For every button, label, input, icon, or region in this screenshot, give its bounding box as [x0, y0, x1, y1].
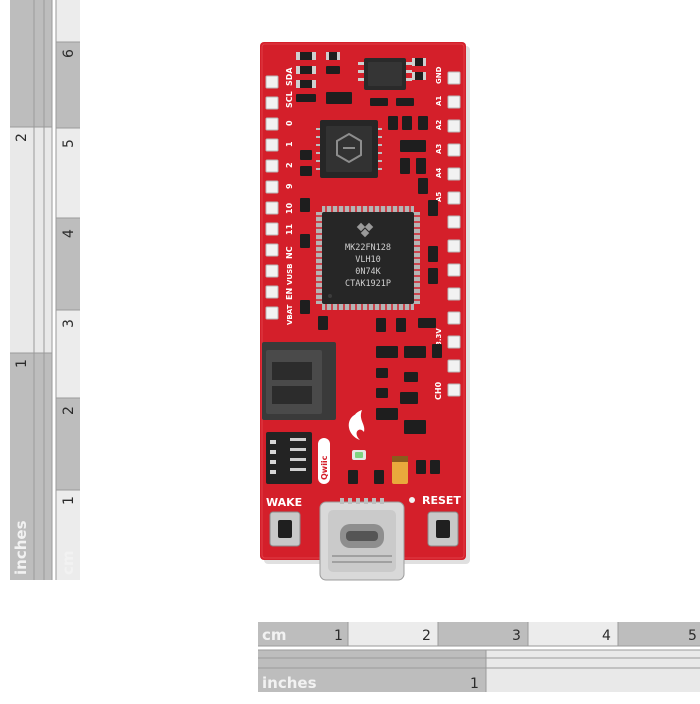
cm-hnumber-4: 4 [602, 628, 611, 644]
right-header-pads [447, 71, 461, 397]
right-pin-labels: GND A1 A2 A3 A4 A5 3.3V CH0 [434, 66, 443, 400]
mcu-package [322, 212, 414, 304]
cm-hnumber-3: 3 [512, 628, 521, 644]
smd-components-top [296, 52, 426, 106]
sparkfun-logo [348, 410, 365, 440]
inch-hunit-label: inches [262, 674, 317, 692]
tantalum-capacitor [392, 456, 408, 484]
reset-button [427, 511, 459, 547]
inch-ruler-dark-segment [10, 0, 52, 127]
pin-label-3v3: 3.3V [435, 328, 443, 346]
cm-hruler-dark-1 [258, 622, 348, 646]
inch-hnumber-1: 1 [470, 676, 479, 692]
inch-ruler-dark-segment-2 [10, 353, 52, 580]
inch-hruler-dark-1 [258, 650, 486, 692]
smd-pads-top [296, 52, 426, 88]
pin-label-2: 2 [285, 162, 294, 168]
flash-chip-pins [358, 62, 412, 81]
freescale-logo [356, 222, 374, 238]
cm-number-2: 2 [61, 406, 77, 415]
qwiic-label: Qwiic [320, 455, 329, 480]
inch-unit-label: inches [12, 520, 30, 575]
cm-ruler-dark-segment-3 [56, 398, 80, 490]
usb-c-connector [319, 498, 405, 581]
cm-number-5: 5 [61, 139, 77, 148]
vertical-ruler: 2 1 inches 6 5 4 3 2 1 cm [10, 0, 80, 580]
cm-unit-label: cm [59, 550, 77, 575]
pin-label-0: 0 [285, 120, 294, 126]
cm-number-4: 4 [61, 229, 77, 238]
security-chip-pins [316, 128, 382, 170]
smd-components-right [300, 116, 438, 216]
cm-ruler-dark-segment-2 [56, 218, 80, 310]
pin-label-vusb: VUSB [286, 264, 294, 285]
wake-button [269, 511, 301, 547]
pin-label-scl: SCL [285, 91, 294, 108]
pin-label-a5: A5 [435, 192, 443, 202]
pin-label-ch0: CH0 [434, 381, 443, 400]
pin-label-gnd: GND [435, 66, 443, 84]
left-pin-labels: SDA SCL 0 1 2 9 10 11 NC VUSB EN VBAT [285, 67, 294, 325]
inch-number-1: 1 [14, 359, 30, 368]
pin-label-10: 10 [285, 202, 294, 214]
pin-label-en: EN [285, 288, 294, 300]
mcu-pin-gaps [316, 206, 420, 310]
cm-number-1: 1 [61, 496, 77, 505]
cm-hruler-dark-3 [618, 622, 700, 646]
left-header-pads [265, 75, 279, 320]
smd-components-mid [300, 198, 442, 434]
qwiic-connector [266, 432, 312, 484]
smd-components-bottom [348, 460, 440, 484]
pin-label-a2: A2 [435, 120, 443, 130]
qwiic-label-bg [318, 438, 330, 484]
vertical-ruler-ticks [10, 0, 80, 580]
main-microcontroller: MK22FN128 VLH10 0N74K CTAK1921P [316, 206, 420, 310]
pin-label-sda: SDA [285, 67, 294, 86]
cm-hnumber-2: 2 [422, 628, 431, 644]
pin-label-vbat: VBAT [286, 304, 294, 325]
battery-connector [262, 342, 336, 420]
cm-number-6: 6 [61, 49, 77, 58]
cm-ruler-dark-segment [56, 42, 80, 128]
cm-hunit-label: cm [262, 626, 287, 644]
mcu-marking-line-4: CTAK1921P [345, 279, 391, 289]
pin-label-a1: A1 [435, 96, 443, 106]
mcu-marking-line-1: MK22FN128 [345, 243, 391, 253]
reset-label: RESET [422, 494, 461, 507]
pin-label-9: 9 [285, 183, 294, 189]
pin-label-a4: A4 [435, 168, 443, 178]
cm-hnumber-5: 5 [688, 628, 697, 644]
pin-label-11: 11 [285, 223, 294, 235]
mcu-marking-line-3: 0N74K [355, 267, 381, 277]
horizontal-ruler-ticks [258, 622, 700, 692]
wake-label: WAKE [266, 496, 302, 509]
mcu-marking-line-2: VLH10 [355, 255, 381, 265]
cm-hruler-dark-2 [438, 622, 528, 646]
cm-hnumber-1: 1 [334, 628, 343, 644]
pin-label-nc: NC [285, 246, 294, 259]
cm-number-3: 3 [61, 319, 77, 328]
inch-number-2: 2 [14, 133, 30, 142]
horizontal-ruler: cm 1 2 3 4 5 inches 1 [258, 622, 700, 692]
security-chip-logo [336, 132, 362, 164]
pin-label-a3: A3 [435, 144, 443, 154]
microcontroller-board: SDA SCL 0 1 2 9 10 11 NC VUSB EN VBAT GN… [260, 42, 470, 581]
pin-label-1: 1 [285, 141, 294, 147]
